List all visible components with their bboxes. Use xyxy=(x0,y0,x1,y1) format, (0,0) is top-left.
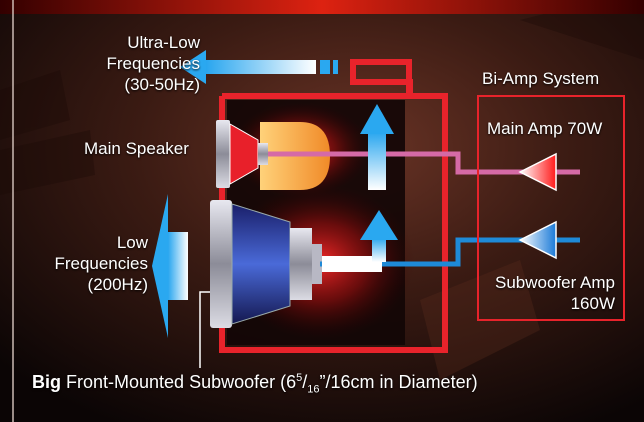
ultra-low-up-arrow xyxy=(360,104,394,190)
subwoofer-amp-line-1: Subwoofer Amp xyxy=(494,273,615,292)
low-frequency-label: Low Frequencies (200Hz) xyxy=(38,232,148,295)
subwoofer-caption: Big Front-Mounted Subwoofer (65/16”/16cm… xyxy=(32,372,478,396)
low-line-1: Low xyxy=(116,233,148,252)
main-speaker-label: Main Speaker xyxy=(84,139,189,158)
woofer-speaker-icon xyxy=(210,200,322,328)
main-amp-icon xyxy=(518,152,557,192)
subwoofer-amp-label: Subwoofer Amp 160W xyxy=(485,272,615,314)
bi-amp-title: Bi-Amp System xyxy=(482,69,600,88)
low-line-2: Frequencies xyxy=(54,254,148,273)
bi-amp-box xyxy=(477,95,625,321)
caption-frac-num: 5 xyxy=(296,372,303,384)
caption-part-1: Front-Mounted Subwoofer (6 xyxy=(66,372,297,392)
caption-frac-den: 16 xyxy=(307,383,320,396)
subwoofer-amp-line-2: 160W xyxy=(570,294,615,313)
woofer-out-arrow xyxy=(322,210,398,272)
ultra-low-line-3: (30-50Hz) xyxy=(124,75,200,94)
caption-part-2: ”/16cm in Diameter) xyxy=(319,372,478,392)
caption-bold: Big xyxy=(32,372,61,392)
ultra-low-left-arrow xyxy=(180,50,338,84)
top-accent-bar xyxy=(0,0,644,14)
ultra-low-line-2: Frequencies xyxy=(106,54,200,73)
ultra-low-line-1: Ultra-Low xyxy=(127,33,200,52)
sub-amp-icon xyxy=(518,220,557,260)
low-frequency-left-arrow xyxy=(152,194,188,338)
ultra-low-label: Ultra-Low Frequencies (30-50Hz) xyxy=(90,32,200,95)
left-edge-line xyxy=(12,0,14,422)
low-line-3: (200Hz) xyxy=(87,275,148,294)
main-amp-label: Main Amp 70W xyxy=(487,119,603,138)
caption-pointer xyxy=(199,291,210,368)
caption-frac-sep: / xyxy=(302,372,308,392)
